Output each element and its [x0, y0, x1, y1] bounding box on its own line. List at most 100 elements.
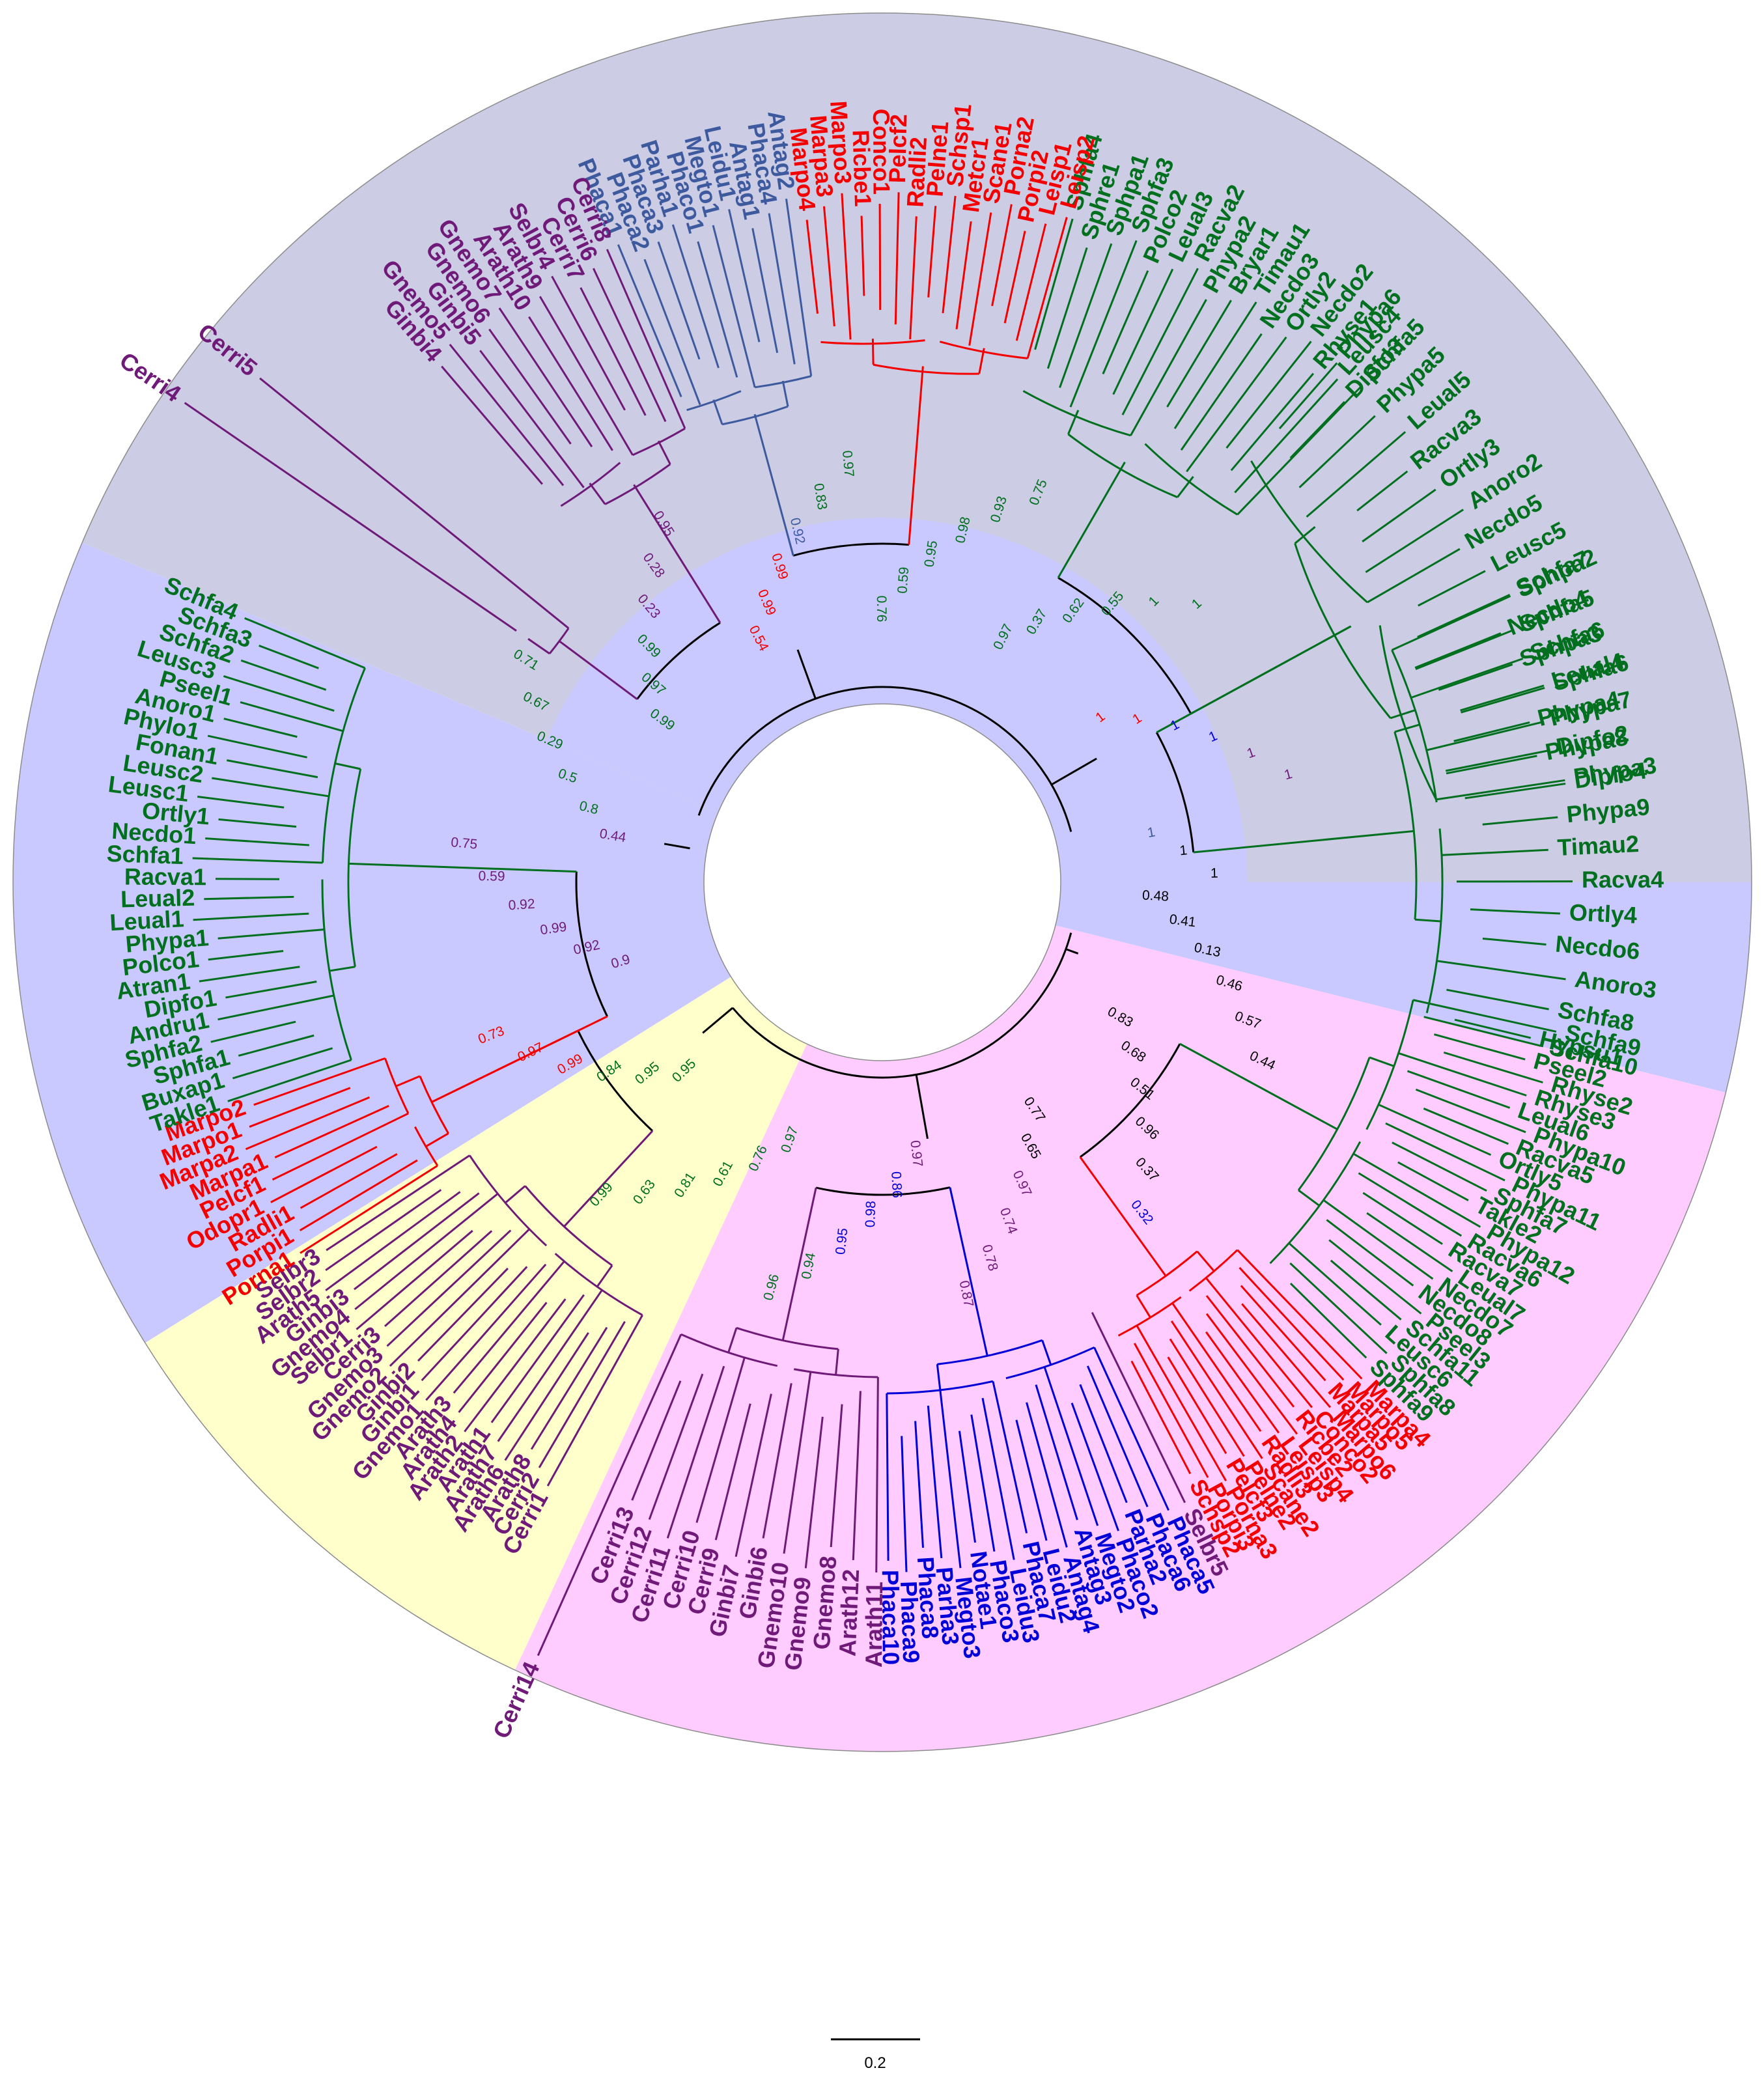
branch-Schfa6: [1410, 658, 1524, 699]
clade-root-arc: [1393, 731, 1418, 920]
backbone-arc: [1155, 732, 1195, 853]
backbone-arc: [575, 871, 608, 1017]
branch-Ortly3: [1362, 488, 1436, 542]
branch-Racva3: [1356, 470, 1408, 512]
taxon-label: Phaca8: [912, 1556, 944, 1640]
support-value: 1: [1283, 766, 1294, 783]
branch-Phaco3: [970, 1414, 996, 1552]
subclade-stem: [936, 1364, 942, 1391]
branch-Gnemo2: [389, 1228, 530, 1367]
clade-background-sectors: [12, 12, 1752, 1752]
subclade-stem: [589, 482, 606, 505]
branch-Radli3: [1171, 1302, 1262, 1432]
branch-Leisp1: [1015, 223, 1047, 341]
branch-Metcr1: [955, 221, 972, 329]
support-value: 1: [1146, 824, 1156, 841]
sector-blue_sector-1: [882, 882, 1752, 1093]
branch-Odopr1: [270, 1145, 378, 1203]
taxon-label: Ortly4: [1569, 899, 1638, 929]
backbone-stem: [915, 1074, 929, 1139]
branch-Dipfo4: [1464, 783, 1566, 800]
branch-Schfa5: [1237, 385, 1363, 516]
branch-Cerri12: [648, 1373, 704, 1520]
backbone-arc: [1079, 1043, 1181, 1158]
branch-Selbr4: [551, 275, 626, 411]
clade-root-arc: [347, 768, 362, 967]
subclade-stem: [527, 637, 550, 655]
branch-Scane1: [968, 212, 992, 346]
clade-arc: [1425, 828, 1444, 1014]
subclade-stem: [1394, 723, 1420, 733]
branch-Necdo4: [1414, 632, 1502, 669]
branch-Gnemo7: [498, 307, 593, 447]
backbone-arc: [577, 1030, 654, 1132]
branch-Buxap1: [232, 1047, 333, 1080]
branch-Cerri3: [384, 1230, 493, 1327]
branch-Marpo5: [1239, 1266, 1345, 1381]
support-value: 0.98: [863, 1201, 878, 1228]
taxon-label: Leual1: [109, 905, 184, 936]
clade-root-arc: [1136, 1250, 1198, 1296]
branch-Porpi2: [1003, 230, 1026, 324]
branch-Cerri13: [631, 1380, 682, 1501]
support-value: 0.48: [1141, 887, 1169, 904]
branch-Ortly2: [1186, 336, 1287, 473]
branch-Leisp4: [1205, 1313, 1298, 1435]
branch-Pelcf2: [894, 192, 900, 325]
branch-Phylo1: [207, 734, 307, 759]
branch-Necdo2: [1225, 341, 1312, 449]
branch-Phaca7: [992, 1381, 1028, 1534]
branch-Cerri14: [537, 1334, 682, 1656]
branch-Gnemo10: [783, 1371, 812, 1554]
branch-Fonan1: [227, 759, 318, 779]
tree-branches: [184, 192, 1573, 1656]
support-value: 0.92: [508, 897, 535, 914]
branch-Cerri10: [695, 1357, 746, 1523]
branch-Marpa3: [822, 206, 835, 327]
taxon-label: Arath11: [860, 1582, 888, 1668]
branch-Antag2: [785, 199, 813, 376]
branch-Sphpa1: [1059, 243, 1113, 388]
branch-Sphfa7: [1392, 1141, 1487, 1192]
branch-Phypa12: [1352, 1152, 1481, 1228]
branch-Schfa4: [244, 617, 366, 669]
taxon-label: Marpo3: [825, 100, 856, 185]
branch-Anoro1: [223, 718, 298, 738]
taxon-label: Ortly1: [141, 797, 210, 830]
branch-Schsp1: [942, 195, 957, 314]
branch-Schfa8: [1446, 988, 1549, 1011]
branch-Phypa4: [1453, 721, 1530, 742]
clade-root-arc: [419, 1076, 449, 1134]
branch-Cerri1: [546, 1314, 643, 1487]
branch-Antag4: [1026, 1402, 1068, 1548]
branch-Racva7: [1362, 1192, 1443, 1245]
clade-root-arc: [1297, 1057, 1371, 1191]
branch-Arath2: [464, 1298, 567, 1432]
branch-Arath5: [325, 1191, 461, 1291]
subclade-stem: [1390, 709, 1416, 719]
branch-Schfa3: [259, 645, 319, 669]
support-value: 0.97: [839, 450, 856, 478]
branch-Selbr5: [1091, 1311, 1186, 1503]
branch-Timau1: [1173, 301, 1257, 429]
clade-stem: [558, 639, 638, 700]
support-value: 0.59: [895, 566, 912, 594]
subclade-stem: [329, 966, 356, 972]
branch-Leusc2: [212, 777, 329, 798]
backbone-stem: [1065, 948, 1079, 955]
branch-Dipfo1: [225, 981, 317, 999]
branch-Porna2: [991, 204, 1013, 307]
branch-Leusc1: [197, 796, 285, 809]
branch-Pseel1: [240, 701, 344, 733]
branch-Cerri4: [184, 402, 517, 632]
branch-Dipfo2: [1445, 749, 1548, 772]
branch-Ginbi4: [441, 365, 543, 485]
branch-Conco2: [1205, 1277, 1313, 1408]
branch-Phaca3: [657, 241, 701, 360]
clade-stem: [1057, 462, 1126, 579]
branch-Porpi3: [1133, 1343, 1209, 1478]
subclade-stem: [596, 1264, 613, 1287]
branch-Rhyse3: [1398, 1052, 1527, 1096]
support-value: 0.95: [833, 1227, 850, 1255]
branch-Sphfa6: [1461, 687, 1545, 714]
